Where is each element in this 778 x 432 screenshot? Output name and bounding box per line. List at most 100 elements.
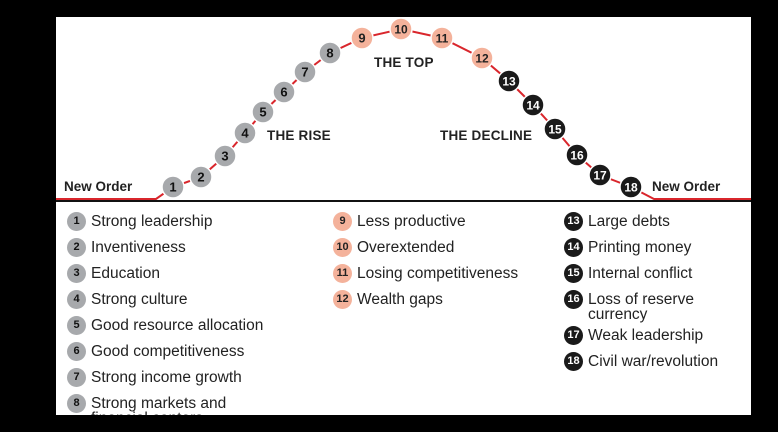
curve-marker-3: 3	[213, 144, 237, 168]
curve-marker-1: 1	[161, 175, 185, 199]
divider-line	[56, 200, 751, 202]
legend-badge: 10	[333, 238, 352, 257]
curve-marker-number: 2	[197, 170, 204, 185]
curve-marker-number: 15	[548, 123, 562, 137]
curve-marker-7: 7	[293, 60, 317, 84]
curve-marker-number: 4	[241, 126, 249, 141]
legend-label: Inventiveness	[91, 239, 186, 256]
legend-item-18: 18 Civil war/revolution	[564, 352, 719, 371]
legend-item-2: 2 Inventiveness	[67, 238, 263, 257]
legend-item-13: 13 Large debts	[564, 212, 718, 231]
legend-badge: 11	[333, 264, 352, 283]
legend-column-decline: 13 Large debts 14 Printing money 15 Internal …	[564, 212, 719, 380]
curve-marker-10: 10	[389, 17, 413, 41]
curve-marker-number: 13	[502, 75, 516, 89]
legend-label: Wealth gaps	[357, 291, 443, 308]
curve-marker-16: 16	[565, 143, 589, 167]
legend-label: Civil war/revolution	[588, 353, 719, 370]
legend-item-6: 6 Good competitiveness	[67, 342, 263, 361]
legend-badge: 7	[67, 368, 86, 387]
legend-badge: 17	[564, 326, 583, 345]
new-order-start-label: New Order	[64, 179, 133, 194]
phase-rise-label: THE RISE	[267, 128, 331, 143]
legend-badge: 14	[564, 238, 583, 257]
legend-label: Large debts	[588, 213, 670, 230]
legend-label: Good resource allocation	[91, 317, 264, 334]
legend-badge: 5	[67, 316, 86, 335]
curve-marker-number: 9	[358, 31, 365, 46]
legend-badge: 4	[67, 290, 86, 309]
curve-marker-number: 10	[394, 23, 408, 37]
curve-marker-number: 18	[624, 181, 638, 195]
curve-marker-12: 12	[470, 46, 494, 70]
curve-marker-number: 5	[259, 105, 266, 120]
legend-label: Strong markets and financial centers	[91, 395, 227, 415]
curve-marker-number: 17	[593, 169, 607, 183]
legend-label: Less productive	[357, 213, 466, 230]
curve-marker-4: 4	[233, 121, 257, 145]
legend-label: Strong income growth	[91, 369, 242, 386]
curve-marker-9: 9	[350, 26, 374, 50]
phase-decline-label: THE DECLINE	[440, 128, 533, 143]
curve-marker-number: 1	[169, 180, 176, 195]
legend-column-rise: 1 Strong leadership 2 Inventiveness 3 Educati…	[67, 212, 264, 415]
legend-item-7: 7 Strong income growth	[67, 368, 263, 387]
legend-label: Printing money	[588, 239, 692, 256]
legend-label: Good competitiveness	[91, 343, 245, 360]
legend-badge: 18	[564, 352, 583, 371]
curve-marker-number: 14	[526, 99, 540, 113]
curve-marker-number: 8	[326, 46, 333, 61]
legend-item-3: 3 Education	[67, 264, 263, 283]
legend-item-15: 15 Internal conflict	[564, 264, 718, 283]
curve-marker-13: 13	[497, 69, 521, 93]
legend-label: Overextended	[357, 239, 455, 256]
legend-badge: 16	[564, 290, 583, 309]
legend-badge: 8	[67, 394, 86, 413]
legend-label: Loss of reserve currency	[588, 291, 694, 323]
curve-marker-number: 12	[475, 52, 489, 66]
curve-marker-number: 6	[280, 85, 287, 100]
legend-label: Strong culture	[91, 291, 188, 308]
legend-label: Weak leadership	[588, 327, 704, 344]
curve-marker-6: 6	[272, 80, 296, 104]
phase-top-label: THE TOP	[374, 55, 434, 70]
legend-item-10: 10 Overextended	[333, 238, 518, 257]
legend-badge: 13	[564, 212, 583, 231]
legend-item-1: 1 Strong leadership	[67, 212, 263, 231]
curve-marker-number: 3	[221, 149, 228, 164]
legend-label: Strong leadership	[91, 213, 213, 230]
curve-marker-18: 18	[619, 175, 643, 199]
legend-item-12: 12 Wealth gaps	[333, 290, 518, 309]
curve-marker-8: 8	[318, 41, 342, 65]
legend-item-4: 4 Strong culture	[67, 290, 263, 309]
curve-marker-number: 16	[570, 149, 584, 163]
new-order-end-label: New Order	[652, 179, 721, 194]
legend-label: Losing competitiveness	[357, 265, 519, 282]
curve-marker-2: 2	[189, 165, 213, 189]
legend-item-17: 17 Weak leadership	[564, 326, 718, 345]
legend-label: Internal conflict	[588, 265, 693, 282]
legend-label: Education	[91, 265, 160, 282]
legend-item-11: 11 Losing competitiveness	[333, 264, 519, 283]
legend-badge: 9	[333, 212, 352, 231]
legend-badge: 6	[67, 342, 86, 361]
legend-badge: 12	[333, 290, 352, 309]
curve-marker-15: 15	[543, 117, 567, 141]
legend-badge: 2	[67, 238, 86, 257]
legend-item-14: 14 Printing money	[564, 238, 718, 257]
legend-badge: 3	[67, 264, 86, 283]
legend-column-top: 9 Less productive 10 Overextended 11 Losing c…	[333, 212, 519, 318]
curve-marker-5: 5	[251, 100, 275, 124]
curve-marker-17: 17	[588, 163, 612, 187]
legend-item-16: 16 Loss of reserve currency	[564, 290, 718, 323]
legend-badge: 1	[67, 212, 86, 231]
curve-marker-11: 11	[430, 26, 454, 50]
legend-item-9: 9 Less productive	[333, 212, 518, 231]
curve-line	[56, 27, 751, 200]
legend-item-8: 8 Strong markets and financial centers	[67, 394, 263, 415]
curve-marker-number: 11	[436, 32, 449, 46]
curve-marker-number: 7	[301, 65, 308, 80]
legend-badge: 15	[564, 264, 583, 283]
